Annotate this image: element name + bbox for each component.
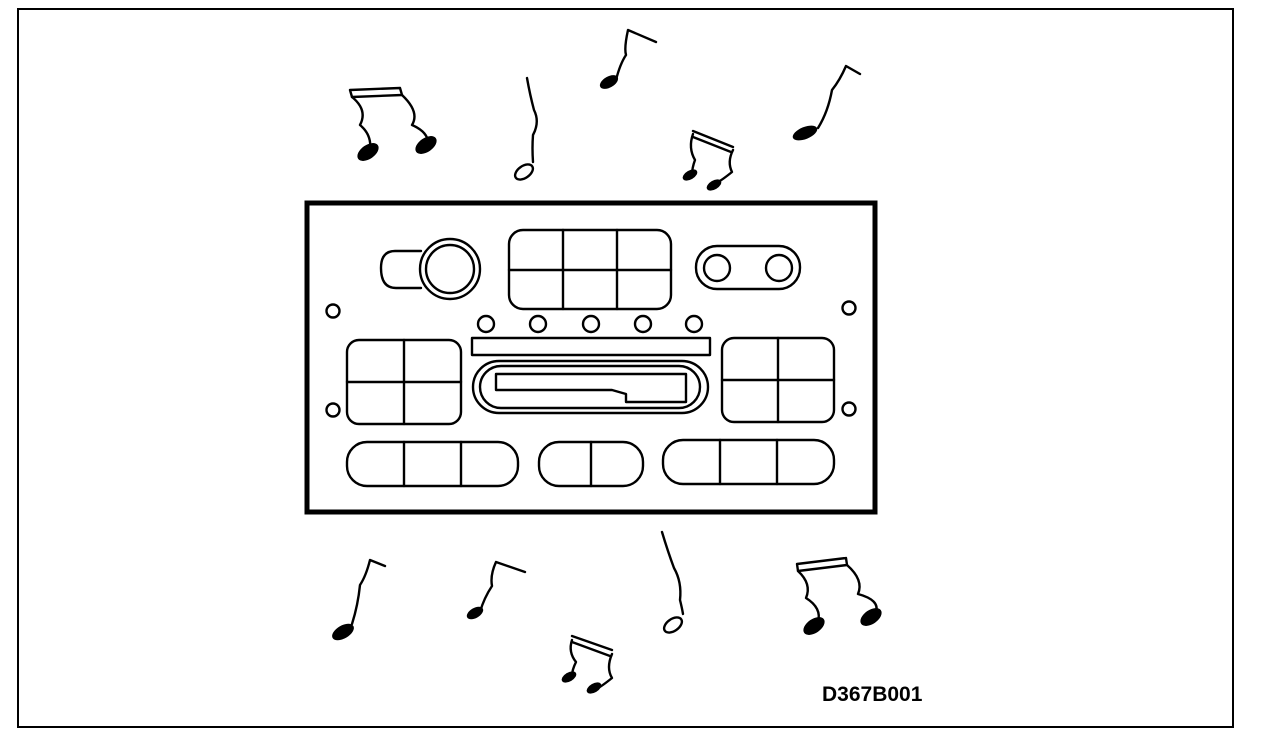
display-strip <box>470 336 712 357</box>
dual-knob-group <box>694 244 802 291</box>
mounting-hole-bottom-right <box>841 401 857 417</box>
faceplate <box>304 200 878 515</box>
eighth-note-icon <box>332 558 387 641</box>
volume-knob <box>418 237 482 301</box>
top-button-grid <box>507 228 673 311</box>
right-small-knob <box>764 253 794 283</box>
left-small-knob <box>702 253 732 283</box>
figure-code-label: D367B001 <box>822 683 923 706</box>
volume-knob-group <box>379 237 482 301</box>
double-eighth-note-icon <box>561 634 614 694</box>
preset-buttons <box>476 314 704 334</box>
radio-unit <box>304 200 878 515</box>
mounting-hole-top-left <box>325 303 341 319</box>
bottom-left-buttons <box>345 440 520 488</box>
half-note-icon <box>513 76 538 181</box>
figure-frame <box>17 8 1234 728</box>
double-eighth-note-icon <box>682 129 735 191</box>
eighth-note-icon <box>792 64 862 141</box>
bottom-right-buttons <box>661 438 836 486</box>
half-note-icon <box>660 530 685 634</box>
right-button-grid <box>720 336 836 424</box>
cassette-slot <box>471 359 710 415</box>
mounting-hole-top-right <box>841 300 857 316</box>
eighth-note-icon <box>466 560 527 620</box>
double-eighth-note-icon <box>795 556 882 635</box>
bottom-center-buttons <box>537 440 645 488</box>
double-eighth-note-icon <box>348 86 437 161</box>
left-button-grid <box>345 338 463 426</box>
eighth-note-icon <box>599 28 658 89</box>
mounting-hole-bottom-left <box>325 402 341 418</box>
